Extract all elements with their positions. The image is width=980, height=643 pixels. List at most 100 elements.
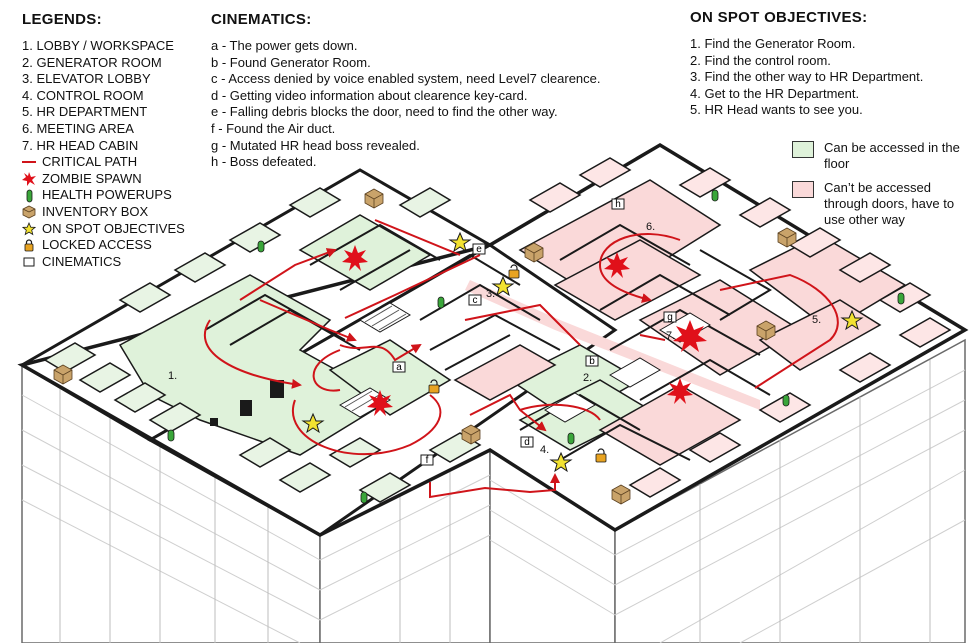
cinematics-panel: CINEMATICS: a - The power gets down. b -…: [211, 11, 601, 171]
health-powerups: [167, 189, 905, 504]
svg-text:e: e: [476, 244, 482, 255]
room-legend-list: 1. LOBBY / WORKSPACE 2. GENERATOR ROOM 3…: [22, 38, 185, 154]
cinematic-markers: a b c d e f g h: [392, 198, 677, 466]
room-legend-item: 6. MEETING AREA: [22, 120, 134, 136]
symbol-legend-label: CINEMATICS: [42, 253, 122, 269]
zombie-spawn-icon: [604, 252, 630, 278]
access-key-item: Can’t be accessed through doors, have to…: [792, 180, 974, 228]
cinematic-item: h - Boss defeated.: [211, 154, 317, 170]
room-number-label: 1.: [168, 370, 177, 382]
health-capsule-icon: [897, 292, 905, 305]
inventory-box-icon: [611, 484, 631, 505]
room-number-label: 7.: [666, 330, 675, 342]
room-legend-item: 3. ELEVATOR LOBBY: [22, 71, 151, 87]
zombie-spawns: [342, 245, 707, 416]
svg-text:f: f: [426, 455, 429, 466]
accessible-swatch: [792, 141, 814, 158]
objective-star-icon: [491, 275, 515, 297]
elevator-block: [270, 380, 284, 398]
padlock-icon: [428, 379, 440, 394]
health-capsule-icon: [437, 296, 445, 309]
inventory-box-icon: [364, 188, 384, 209]
inaccessible-swatch: [792, 181, 814, 198]
cinematic-item: c - Access denied by voice enabled syste…: [211, 71, 601, 87]
room-legend-item: 2. GENERATOR ROOM: [22, 54, 162, 70]
cinematic-marker: a: [392, 361, 406, 373]
zombie-spawn-icon: [667, 378, 693, 404]
zombie-spawn-icon: [673, 320, 707, 352]
inventory-boxes: [53, 188, 797, 505]
room-legend-item: 1. LOBBY / WORKSPACE: [22, 38, 174, 53]
health-capsule-icon: [257, 240, 265, 253]
symbol-legend-item: INVENTORY BOX: [22, 204, 185, 221]
room-number-label: 6.: [646, 221, 655, 233]
symbol-legend-item: CRITICAL PATH: [22, 154, 185, 171]
svg-text:c: c: [473, 295, 478, 306]
room-number-label: 4.: [540, 444, 549, 456]
health-capsule-icon: [26, 189, 33, 203]
inventory-box-icon: [777, 227, 797, 248]
cinematic-marker: e: [472, 243, 486, 255]
elevator-block: [240, 400, 252, 416]
symbol-legend-label: ZOMBIE SPAWN: [42, 170, 142, 186]
padlock-icon: [595, 448, 607, 463]
objective-item: 1. Find the Generator Room.: [690, 36, 856, 51]
room-legend-item: 5. HR DEPARTMENT: [22, 104, 148, 120]
floor-plates: [17, 142, 969, 537]
svg-text:d: d: [524, 437, 530, 448]
cinematics-title: CINEMATICS:: [211, 11, 312, 28]
cinematic-item: e - Falling debris blocks the door, need…: [211, 104, 558, 120]
padlock-icon: [508, 264, 520, 279]
inventory-box-icon: [53, 364, 73, 385]
objective-star-icon: [301, 412, 325, 434]
symbol-legend-label: CRITICAL PATH: [42, 154, 138, 170]
cinematic-marker: c: [468, 294, 482, 306]
cinematic-item: f - Found the Air duct.: [211, 120, 336, 136]
symbol-legend-label: ON SPOT OBJECTIVES: [42, 220, 185, 236]
building-facades: [21, 338, 966, 643]
pillar: [210, 418, 218, 426]
objective-star-icon: [840, 309, 864, 331]
cinematic-item: d - Getting video information about clea…: [211, 87, 528, 103]
zombie-spawn-icon: [342, 245, 368, 271]
symbol-legend-item: LOCKED ACCESS: [22, 237, 185, 254]
zombie-spawn-icon: [22, 172, 36, 187]
cinematic-square-icon: [23, 257, 35, 267]
room-number-label: 2.: [583, 372, 592, 384]
room-number-label: 5.: [812, 314, 821, 326]
room-legend-item: 4. CONTROL ROOM: [22, 87, 144, 103]
symbol-legend-item: HEALTH POWERUPS: [22, 187, 185, 204]
locked-access: [428, 264, 607, 463]
objectives-title: ON SPOT OBJECTIVES:: [690, 9, 868, 26]
cinematic-item: a - The power gets down.: [211, 38, 358, 53]
access-color-key: Can be accessed in the floor Can’t be ac…: [792, 140, 974, 236]
access-key-item: Can be accessed in the floor: [792, 140, 974, 172]
objectives-list: 1. Find the Generator Room. 2. Find the …: [690, 36, 923, 119]
objective-item: 5. HR Head wants to see you.: [690, 102, 863, 118]
objective-item: 4. Get to the HR Department.: [690, 85, 860, 101]
inventory-box-icon: [461, 424, 481, 445]
symbol-legend-label: HEALTH POWERUPS: [42, 187, 172, 203]
symbol-legend-item: ON SPOT OBJECTIVES: [22, 221, 185, 238]
symbol-legend-item: CINEMATICS: [22, 254, 185, 271]
inventory-box-icon: [22, 205, 36, 219]
objective-star-icon: [22, 221, 36, 236]
access-key-label: Can be accessed in the floor: [824, 140, 960, 171]
objective-star-icon: [549, 451, 573, 473]
inventory-box-icon: [524, 242, 544, 263]
room-legend-item: 7. HR HEAD CABIN: [22, 137, 139, 153]
health-capsule-icon: [782, 394, 790, 407]
objectives-panel: ON SPOT OBJECTIVES: 1. Find the Generato…: [690, 9, 923, 119]
symbol-legend-list: CRITICAL PATH ZOMBIE SPAWN HEALTH POWERU…: [22, 154, 185, 270]
symbol-legend-label: INVENTORY BOX: [42, 203, 149, 219]
cinematic-marker: f: [420, 454, 434, 466]
objective-stars: [301, 231, 864, 473]
cinematic-item: b - Found Generator Room.: [211, 54, 371, 70]
padlock-icon: [24, 239, 34, 252]
critical-path-icon: [22, 161, 36, 164]
svg-text:g: g: [667, 312, 673, 323]
cinematic-item: g - Mutated HR head boss revealed.: [211, 137, 420, 153]
inventory-box-icon: [756, 320, 776, 341]
